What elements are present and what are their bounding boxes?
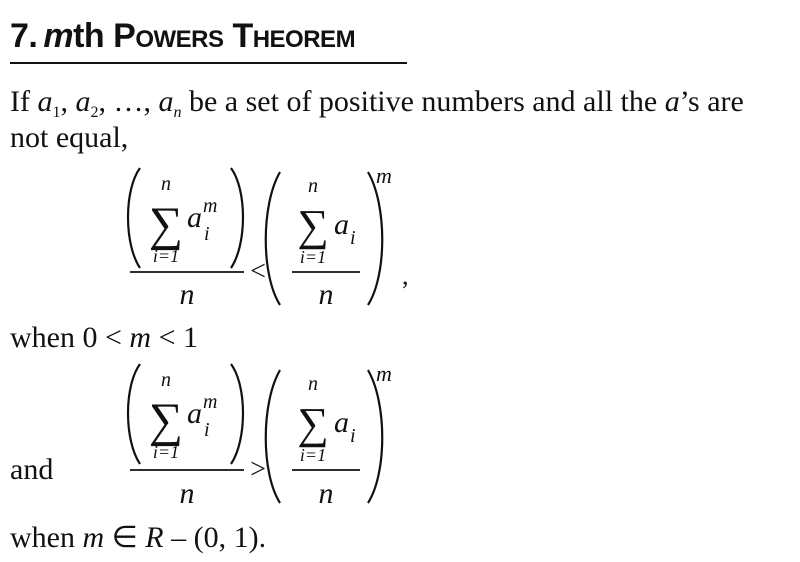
- sum-upper-limit: n: [161, 369, 171, 391]
- term-a: a: [334, 208, 349, 241]
- and-label: and: [10, 453, 54, 486]
- heading-word-powers: Powers: [113, 17, 224, 55]
- term-sub-i: i: [204, 223, 210, 245]
- heading-th: th: [73, 17, 105, 55]
- outer-power-m: m: [376, 163, 392, 188]
- term-power-m: m: [203, 391, 217, 413]
- denominator-n-right: n: [319, 278, 334, 311]
- condition-line-2: when m ∈ R – (0, 1).: [10, 521, 267, 554]
- left-paren-open: [126, 167, 141, 269]
- term-sub-i: i: [350, 425, 356, 447]
- heading-word-theorem: Theorem: [232, 17, 356, 55]
- sigma-symbol: ∑: [297, 399, 328, 448]
- trailing-comma: ,: [402, 261, 409, 290]
- denominator-n-right: n: [319, 477, 334, 510]
- right-paren-close: [367, 369, 384, 504]
- sigma-symbol: ∑: [149, 394, 183, 447]
- sum-lower-limit: i=1: [153, 442, 179, 462]
- left-paren-open: [126, 363, 141, 465]
- term-a: a: [187, 201, 202, 234]
- sum-upper-limit: n: [308, 175, 318, 197]
- sum-lower-limit: i=1: [153, 246, 179, 266]
- term-power-m: m: [203, 195, 217, 217]
- term-a: a: [334, 406, 349, 439]
- right-paren-open: [264, 369, 281, 504]
- sum-upper-limit: n: [308, 373, 318, 395]
- denominator-n-left: n: [180, 278, 195, 311]
- left-paren-close: [230, 363, 245, 465]
- sigma-symbol: ∑: [149, 198, 183, 251]
- outer-power-m: m: [376, 361, 392, 386]
- section-heading: 7.mth Powers Theorem: [10, 16, 356, 56]
- formula-less-than: n ∑ i=1 a m i n < n ∑ i=1 a i n m ,: [126, 163, 409, 311]
- sum-lower-limit: i=1: [300, 247, 326, 267]
- right-paren-open: [264, 171, 281, 306]
- heading-underline: [10, 62, 407, 64]
- left-paren-close: [230, 167, 245, 269]
- intro-line-2: not equal,: [10, 121, 129, 154]
- term-a: a: [187, 397, 202, 430]
- sum-upper-limit: n: [161, 173, 171, 195]
- term-sub-i: i: [204, 419, 210, 441]
- term-sub-i: i: [350, 227, 356, 249]
- section-number: 7.: [10, 17, 38, 55]
- sigma-symbol: ∑: [297, 201, 328, 250]
- intro-line-1: If a1, a2, …, an be a set of positive nu…: [10, 85, 744, 121]
- less-than-sign: <: [250, 256, 266, 287]
- denominator-n-left: n: [180, 477, 195, 510]
- condition-line-1: when 0 < m < 1: [10, 321, 198, 354]
- greater-than-sign: >: [250, 454, 266, 485]
- sum-lower-limit: i=1: [300, 445, 326, 465]
- right-paren-close: [367, 171, 384, 306]
- heading-variable: m: [43, 17, 74, 55]
- formula-greater-than: n ∑ i=1 a m i n > n ∑ i=1 a i n m: [126, 361, 392, 510]
